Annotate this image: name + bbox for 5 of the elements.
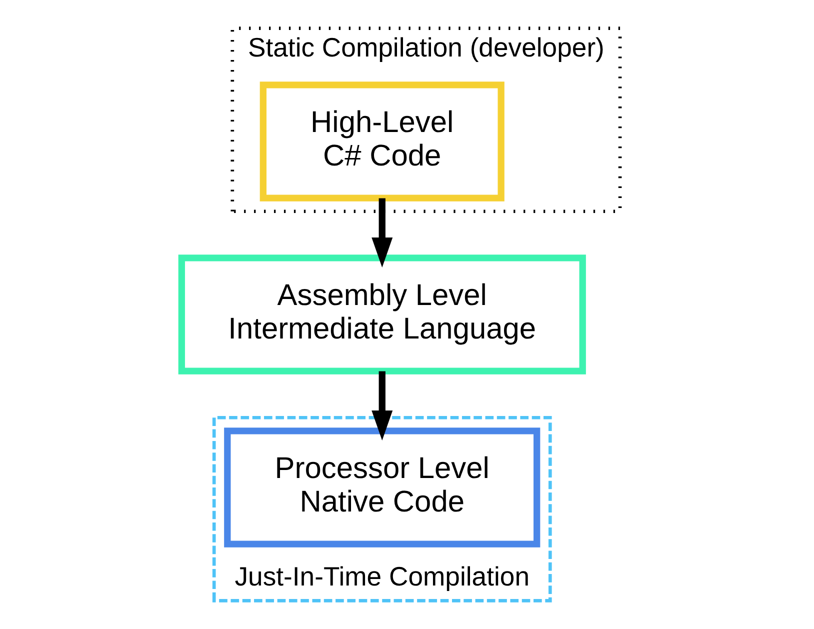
- arrow: [371, 371, 392, 441]
- node-box: Processor Level Native Code: [224, 428, 540, 548]
- arrow: [371, 198, 392, 268]
- node-box: High-Level C# Code: [259, 82, 504, 202]
- node-box: Assembly Level Intermediate Language: [178, 254, 586, 374]
